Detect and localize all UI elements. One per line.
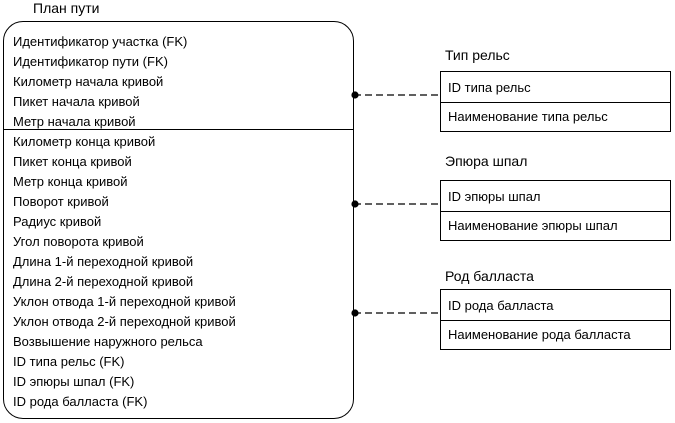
attribute: Угол поворота кривой: [13, 234, 144, 249]
ballast-type-key-attribute: ID рода балласта: [448, 298, 554, 313]
sleeper-diagram-relationship-dot: [351, 200, 359, 208]
key-attribute: Километр начала кривой: [13, 74, 164, 89]
attribute: ID рода балласта (FK): [13, 394, 148, 409]
ballast-type-relationship: [351, 309, 440, 317]
rail-type-relationship: [351, 91, 440, 99]
rail-type-entity-box: ID типа рельс Наименование типа рельс: [440, 71, 671, 132]
attribute: ID эпюры шпал (FK): [13, 374, 135, 389]
sleeper-diagram-divider: [441, 211, 670, 212]
sleeper-diagram-entity-box: ID эпюры шпал Наименование эпюры шпал: [440, 180, 671, 241]
attribute: Уклон отвода 2-й переходной кривой: [13, 314, 236, 329]
attribute: Длина 1-й переходной кривой: [13, 254, 194, 269]
attribute: Метр конца кривой: [13, 174, 128, 189]
main-entity-box: Идентификатор участка (FK) Идентификатор…: [3, 21, 354, 419]
main-entity-title: План пути: [33, 0, 100, 16]
rail-type-divider: [441, 102, 670, 103]
sleeper-diagram-attribute: Наименование эпюры шпал: [448, 218, 618, 233]
ballast-type-entity-box: ID рода балласта Наименование рода балла…: [440, 289, 671, 350]
attribute: Километр конца кривой: [13, 134, 156, 149]
attribute: Длина 2-й переходной кривой: [13, 274, 194, 289]
attribute: Возвышение наружного рельса: [13, 334, 203, 349]
rail-type-entity-title: Тип рельс: [445, 47, 510, 63]
attribute: Радиус кривой: [13, 214, 102, 229]
key-attribute: Метр начала кривой: [13, 114, 136, 129]
rail-type-relationship-dot: [351, 91, 359, 99]
attribute: ID типа рельс (FK): [13, 354, 125, 369]
key-attribute: Идентификатор пути (FK): [13, 54, 168, 69]
rail-type-attribute: Наименование типа рельс: [448, 109, 608, 124]
sleeper-diagram-entity-title: Эпюра шпал: [445, 153, 528, 169]
key-attribute: Идентификатор участка (FK): [13, 34, 188, 49]
attribute: Уклон отвода 1-й переходной кривой: [13, 294, 236, 309]
key-divider: [4, 129, 353, 130]
sleeper-diagram-relationship: [351, 200, 440, 208]
ballast-type-divider: [441, 320, 670, 321]
rail-type-key-attribute: ID типа рельс: [448, 80, 531, 95]
attribute: Пикет конца кривой: [13, 154, 132, 169]
ballast-type-relationship-dot: [351, 309, 359, 317]
ballast-type-attribute: Наименование рода балласта: [448, 327, 631, 342]
ballast-type-entity-title: Род балласта: [445, 268, 534, 284]
attribute: Поворот кривой: [13, 194, 109, 209]
sleeper-diagram-key-attribute: ID эпюры шпал: [448, 189, 541, 204]
key-attribute: Пикет начала кривой: [13, 94, 140, 109]
